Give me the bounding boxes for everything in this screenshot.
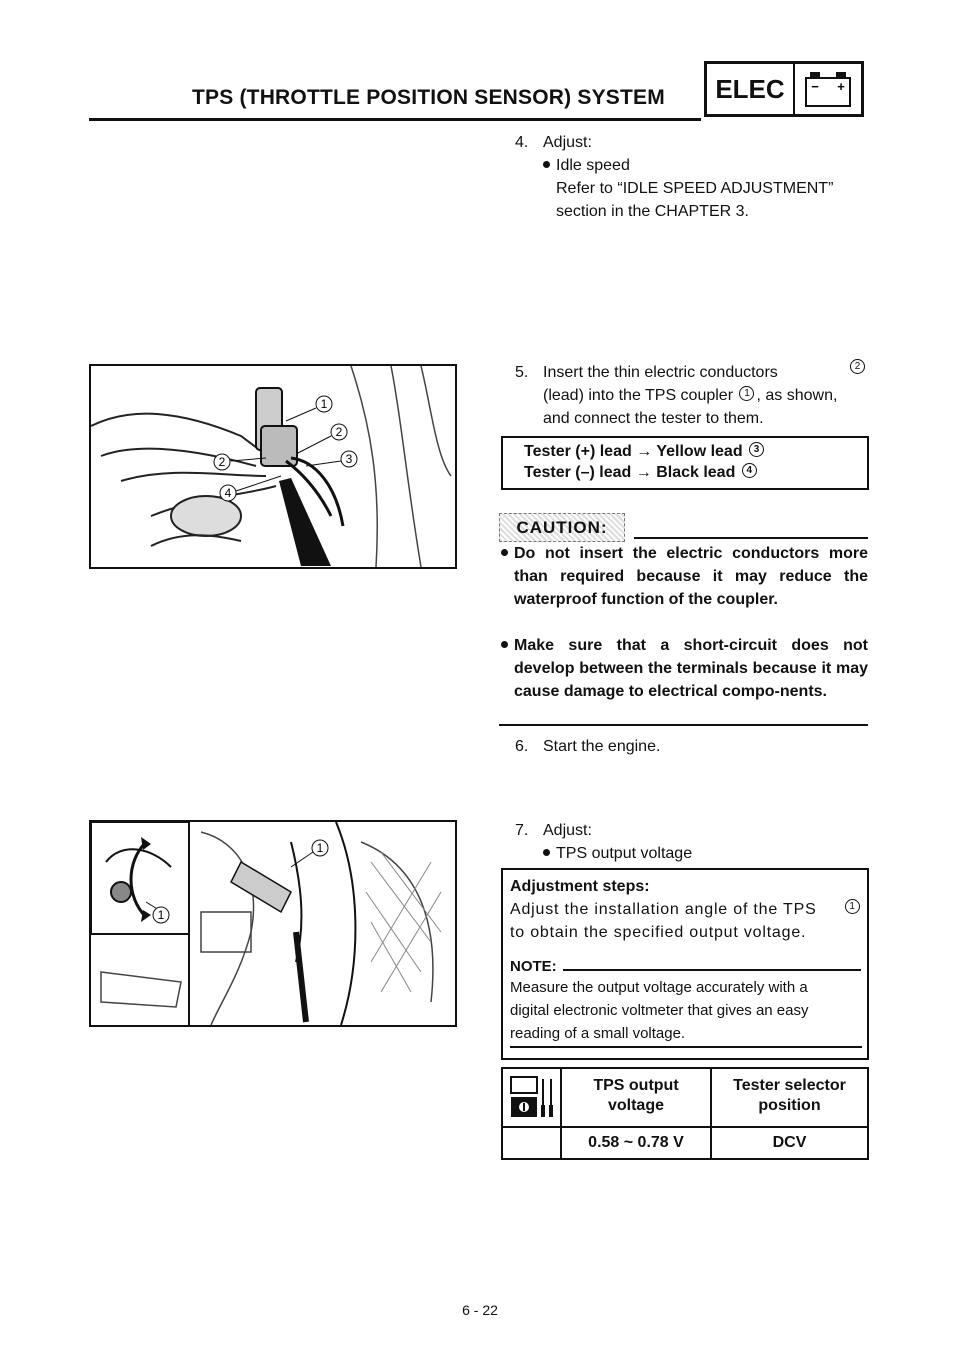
adjustment-heading: Adjustment steps: bbox=[510, 878, 650, 895]
step4-ref-line1: Refer to “IDLE SPEED ADJUSTMENT” bbox=[556, 180, 834, 197]
callout-2b: 2 bbox=[219, 455, 226, 469]
header-rule bbox=[89, 118, 701, 121]
step7-number: 7. bbox=[515, 822, 529, 839]
callout-3: 3 bbox=[346, 452, 353, 466]
caution-end-rule bbox=[499, 724, 868, 726]
step6-number: 6. bbox=[515, 738, 529, 755]
step5-line3: and connect the tester to them. bbox=[543, 410, 764, 427]
ref-callout-2: 2 bbox=[850, 359, 865, 374]
tester-line1: Tester (+) lead → Yellow lead 3 bbox=[524, 442, 766, 461]
figure-coupler-leads: 1 2 3 2 4 bbox=[89, 364, 457, 569]
section-badge: ELEC − + bbox=[704, 61, 864, 117]
adjustment-steps-box: Adjustment steps: Adjust the installatio… bbox=[501, 868, 869, 1060]
step7-bullet: TPS output voltage bbox=[543, 842, 692, 865]
note-line1: Measure the output voltage accurately wi… bbox=[510, 979, 808, 996]
voltage-value: 0.58 ~ 0.78 V bbox=[588, 1134, 684, 1151]
battery-minus: − bbox=[811, 79, 819, 94]
inset-callout-1: 1 bbox=[158, 908, 165, 922]
ref-callout-1: 1 bbox=[739, 386, 755, 402]
note-end-rule bbox=[510, 1046, 862, 1048]
note-line2: digital electronic voltmeter that gives … bbox=[510, 1002, 809, 1019]
section-code: ELEC bbox=[707, 64, 795, 114]
caution-label: CAUTION: bbox=[499, 513, 625, 542]
bullet-icon bbox=[543, 161, 550, 169]
step4-ref-line2: section in the CHAPTER 3. bbox=[556, 203, 749, 220]
selector-value: DCV bbox=[772, 1134, 807, 1151]
step4-title: Adjust: bbox=[543, 134, 592, 151]
caution-item-2: Make sure that a short-circuit does not … bbox=[501, 634, 868, 703]
step5-line2: (lead) into the TPS coupler 1, as shown, bbox=[543, 386, 838, 404]
callout-4: 4 bbox=[225, 486, 232, 500]
step4-number: 4. bbox=[515, 134, 529, 151]
battery-plus: + bbox=[837, 79, 845, 94]
note-line3: reading of a small voltage. bbox=[510, 1025, 686, 1042]
page-title: TPS (THROTTLE POSITION SENSOR) SYSTEM bbox=[192, 86, 665, 109]
callout-1: 1 bbox=[321, 397, 328, 411]
caution-item-1: Do not insert the electric conductors mo… bbox=[501, 542, 868, 611]
caution-rule bbox=[634, 537, 868, 539]
adjustment-line2: to obtain the specified output voltage. bbox=[510, 924, 807, 941]
callout-2a: 2 bbox=[336, 425, 343, 439]
adjustment-line1: Adjust the installation angle of the TPS… bbox=[510, 899, 862, 919]
tester-icon bbox=[509, 1075, 555, 1126]
step7-title: Adjust: bbox=[543, 822, 592, 839]
note-label: NOTE: bbox=[510, 958, 557, 975]
step5-number: 5. bbox=[515, 364, 529, 381]
battery-icon: − + bbox=[795, 64, 861, 114]
step4-bullet: Idle speed bbox=[543, 154, 630, 177]
tester-connection-box: Tester (+) lead → Yellow lead 3 Tester (… bbox=[501, 436, 869, 490]
step6-text: Start the engine. bbox=[543, 738, 661, 755]
bullet-icon bbox=[501, 641, 508, 648]
note-rule bbox=[563, 969, 861, 971]
callout-1: 1 bbox=[317, 841, 324, 855]
bullet-icon bbox=[501, 549, 508, 556]
bullet-icon bbox=[543, 849, 550, 857]
tester-line2: Tester (–) lead → Black lead 4 bbox=[524, 463, 759, 482]
figure-tps-adjust: 1 1 bbox=[89, 820, 457, 1027]
page-number: 6 - 22 bbox=[462, 1302, 498, 1318]
table-header-row bbox=[503, 1069, 867, 1128]
